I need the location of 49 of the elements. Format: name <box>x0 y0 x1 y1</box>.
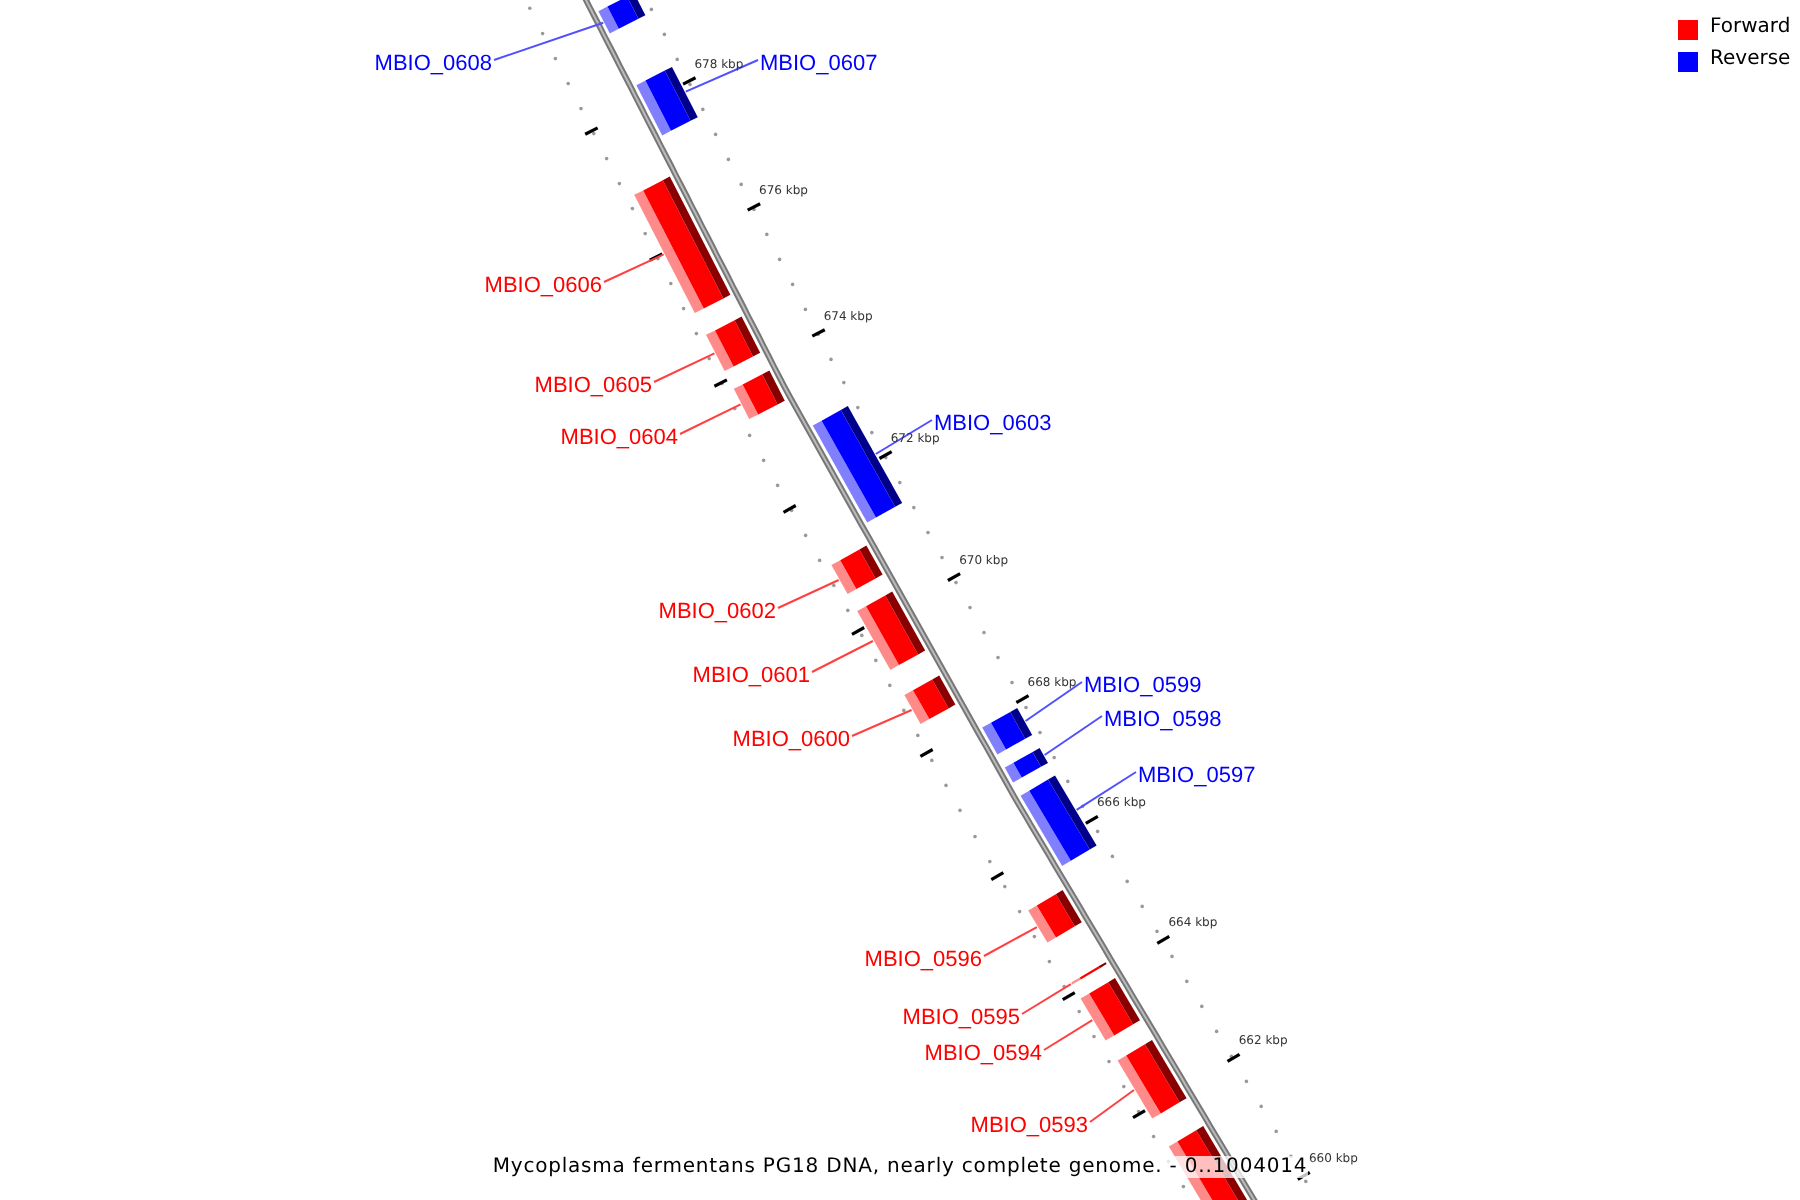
gene-bar <box>857 591 926 670</box>
gene-label: MBIO_0599 <box>1084 670 1202 702</box>
leader-line <box>1075 771 1137 811</box>
gene-bar <box>1028 890 1082 943</box>
gene-bar <box>1004 748 1048 783</box>
leader-line <box>1089 1089 1135 1123</box>
caption: Mycoplasma fermentans PG18 DNA, nearly complete genome. - 0..1004014 <box>492 1156 1308 1178</box>
gene-bar <box>982 708 1033 755</box>
legend-label: Forward <box>1710 16 1791 38</box>
leader-line <box>1024 681 1083 722</box>
gene-label: MBIO_0606 <box>484 270 602 302</box>
gene-bar <box>733 370 785 419</box>
gene-bar <box>831 545 883 594</box>
gene-label: MBIO_0605 <box>534 370 652 402</box>
gene-label: MBIO_0593 <box>970 1110 1088 1142</box>
gene-label: MBIO_0594 <box>924 1038 1042 1070</box>
gene-label: MBIO_0607 <box>760 48 878 80</box>
leader-line <box>874 419 933 455</box>
gene-label: MBIO_0595 <box>902 1002 1020 1034</box>
leader-line <box>1021 983 1072 1015</box>
gene-label: MBIO_0608 <box>374 48 492 80</box>
gene-bar <box>636 67 698 136</box>
gene-label: MBIO_0602 <box>658 596 776 628</box>
leader-line <box>983 926 1038 957</box>
leader-line <box>1043 1019 1094 1051</box>
leader-line <box>851 709 913 737</box>
gene-bar <box>1071 962 1107 985</box>
gene-label: MBIO_0601 <box>692 660 810 692</box>
gene-bar <box>706 316 761 371</box>
gene-label: MBIO_0597 <box>1138 760 1256 792</box>
leader-line <box>603 253 665 283</box>
gene-label: MBIO_0600 <box>732 724 850 756</box>
legend-label: Reverse <box>1710 48 1791 70</box>
gene-bar <box>1020 775 1097 866</box>
gene-bar <box>904 675 956 724</box>
leader-line <box>777 579 840 609</box>
leader-line <box>493 21 605 61</box>
leader-line <box>1043 715 1103 756</box>
gene-label: MBIO_0598 <box>1104 704 1222 736</box>
leader-line <box>811 640 874 673</box>
gene-label: MBIO_0604 <box>560 422 678 454</box>
leader-line <box>679 403 742 435</box>
leader-line <box>684 59 759 93</box>
gene-bar <box>1080 978 1140 1041</box>
leader-line <box>653 352 716 383</box>
gene-bar <box>634 176 731 313</box>
gene-label: MBIO_0596 <box>864 944 982 976</box>
gene-bar <box>598 0 646 34</box>
gene-bar <box>1117 1040 1187 1119</box>
